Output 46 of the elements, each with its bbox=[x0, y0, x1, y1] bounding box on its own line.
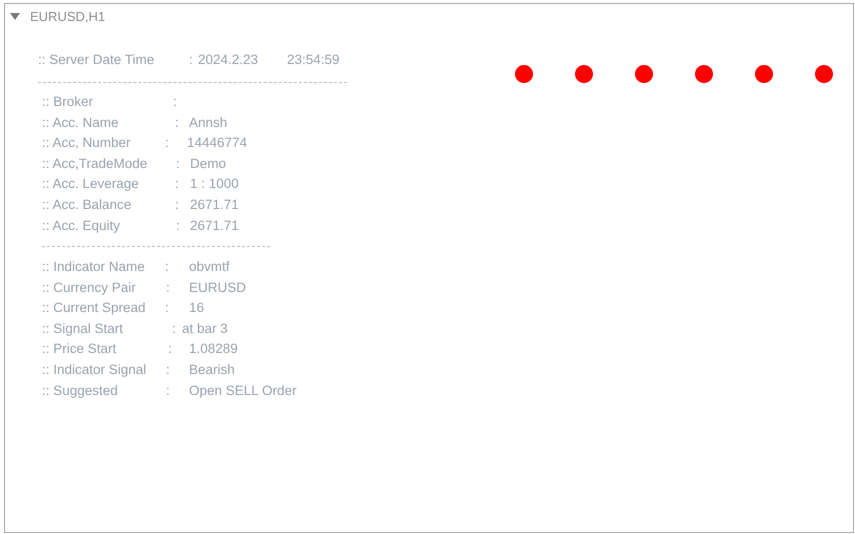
field-label: :: Acc. Leverage bbox=[42, 176, 139, 192]
colon: : bbox=[173, 94, 177, 110]
field-value: at bar 3 bbox=[182, 320, 228, 337]
colon: : bbox=[175, 176, 179, 192]
field-value: 1.08289 bbox=[189, 341, 238, 358]
field-value: Demo bbox=[190, 156, 226, 172]
colon: : bbox=[176, 218, 180, 234]
colon: : bbox=[176, 156, 180, 172]
field-label: :: Price Start bbox=[42, 341, 116, 358]
date-value: 2024.2.23 bbox=[198, 52, 258, 68]
colon: : bbox=[168, 341, 172, 358]
field-value: :: Acc. Name bbox=[42, 114, 119, 131]
field-label: :: Acc,TradeMode bbox=[42, 156, 148, 172]
field-value: 14446774 bbox=[187, 135, 248, 152]
field-value: 2671.71 bbox=[190, 218, 239, 234]
field-value: Bearish bbox=[189, 362, 235, 378]
colon: : bbox=[165, 259, 169, 275]
field-label: :: Indicator Signal bbox=[42, 362, 146, 378]
colon: : bbox=[172, 320, 176, 337]
colon: : bbox=[166, 280, 170, 296]
colon: : bbox=[165, 135, 169, 152]
colon: : bbox=[175, 197, 179, 213]
field-label: :: Acc. Balance bbox=[42, 197, 132, 213]
field-label: :: Server Date Time bbox=[38, 52, 154, 68]
colon: : bbox=[175, 114, 179, 131]
colon: : bbox=[189, 52, 193, 68]
field-value: obvmtf bbox=[189, 259, 230, 275]
field-label: :: Indicator Name bbox=[42, 259, 145, 275]
colon: : bbox=[165, 300, 169, 316]
colon: : bbox=[166, 362, 170, 378]
window-title: EURUSD,H1 bbox=[30, 9, 106, 24]
field-value: Annsh bbox=[189, 114, 228, 131]
field-value: 1 : 1000 bbox=[190, 176, 239, 192]
field-label: :: Acc, Number bbox=[42, 135, 131, 152]
field-label: :: Current Spread bbox=[42, 300, 146, 316]
field-label: :: Suggested bbox=[42, 382, 118, 399]
field-label: :: Acc. Equity bbox=[42, 218, 120, 234]
colon: : bbox=[166, 382, 170, 399]
field-value: 2671.71 bbox=[190, 197, 239, 213]
field-value: EURUSD bbox=[189, 280, 246, 296]
field-value: Open SELL Order bbox=[189, 382, 297, 399]
field-label: :: Signal Start bbox=[42, 320, 124, 337]
field-label: :: Broker bbox=[42, 94, 94, 110]
time-value: 23:54:59 bbox=[287, 52, 340, 68]
field-label: :: Currency Pair bbox=[42, 280, 136, 296]
field-value: 16 bbox=[189, 300, 204, 316]
